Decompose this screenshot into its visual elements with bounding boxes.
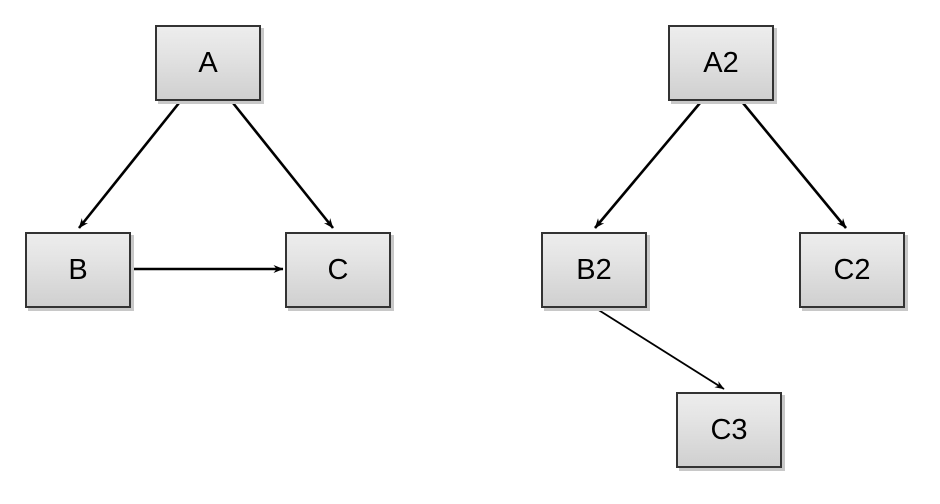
node-c-label: C [327,253,349,286]
node-c3-label: C3 [710,413,748,446]
node-b-label: B [68,253,88,286]
edge-b2-to-c3 [596,308,725,390]
edge-a-to-b [77,102,181,229]
node-b2[interactable]: B2 [541,232,647,308]
node-c[interactable]: C [285,232,391,308]
edge-a-to-c [231,102,335,229]
node-a[interactable]: A [155,25,261,101]
edge-a2-to-b2 [594,102,701,229]
edge-a2-to-c2 [741,102,848,229]
node-c3[interactable]: C3 [676,392,782,468]
node-c2-label: C2 [833,253,871,286]
node-c2[interactable]: C2 [799,232,905,308]
node-b[interactable]: B [25,232,131,308]
node-a2[interactable]: A2 [668,25,774,101]
node-a2-label: A2 [703,46,739,79]
node-b2-label: B2 [576,253,612,286]
node-a-label: A [198,46,218,79]
